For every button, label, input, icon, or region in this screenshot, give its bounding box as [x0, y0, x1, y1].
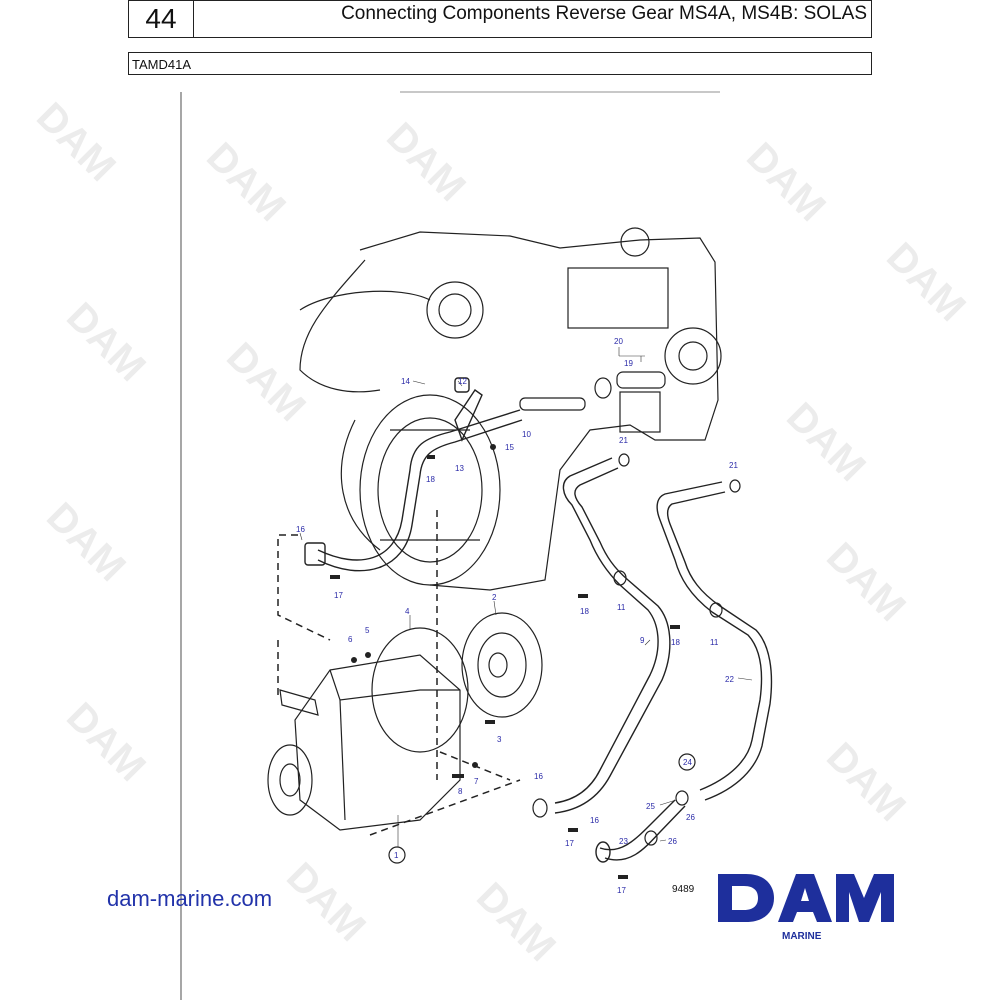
callout-4: 4: [405, 607, 410, 616]
callout-2: 2: [492, 593, 497, 602]
cooling-pipe-left: [304, 377, 523, 572]
callout-15: 15: [505, 443, 514, 452]
figure-number: 9489: [672, 884, 695, 895]
callout-24: 24: [683, 758, 692, 767]
model-label: TAMD41A: [128, 52, 872, 75]
callout-18: 18: [671, 638, 680, 647]
engine-block: [299, 227, 722, 591]
callout-22: 22: [725, 675, 734, 684]
fasteners: [330, 444, 680, 879]
callout-11: 11: [710, 638, 719, 647]
clamp-11: [613, 570, 627, 586]
brand-subtitle: MARINE: [782, 931, 822, 942]
callout-8: 8: [458, 787, 463, 796]
callout-25: 25: [646, 802, 655, 811]
callout-20: 20: [614, 337, 623, 346]
hose-10: [519, 371, 666, 411]
callout-circle-1: [388, 846, 406, 864]
callout-16: 16: [590, 816, 599, 825]
callout-5: 5: [365, 626, 370, 635]
pipe-23: [595, 799, 686, 863]
callout-18: 18: [426, 475, 435, 484]
clutch-disc: [461, 612, 543, 718]
callout-26: 26: [686, 813, 695, 822]
clamp-26: [675, 790, 689, 806]
callout-1: 1: [394, 851, 399, 860]
callout-21: 21: [729, 461, 738, 470]
pipe-22: [656, 481, 773, 801]
callout-18: 18: [580, 607, 589, 616]
callout-13: 13: [455, 464, 464, 473]
assembly-lines: [277, 510, 521, 836]
callout-23: 23: [619, 837, 628, 846]
gasket-16: [532, 798, 548, 818]
callout-10: 10: [522, 430, 531, 439]
reverse-gear: [267, 627, 469, 831]
website-link[interactable]: dam-marine.com: [107, 886, 273, 911]
callout-26: 26: [668, 837, 677, 846]
callout-circle-24: [678, 753, 696, 771]
brand-logo: [718, 874, 894, 922]
callout-labels: 1 2 3 4 5 6 7 8 9 10 11 11 12 13 14 15 1…: [296, 337, 738, 895]
callout-12: 12: [458, 377, 467, 386]
callout-16: 16: [296, 525, 305, 534]
clamp-11: [709, 602, 723, 618]
o-ring-21: [618, 453, 630, 467]
callout-6: 6: [348, 635, 353, 644]
clamp-26: [644, 830, 658, 846]
callout-9: 9: [640, 636, 645, 645]
leader-lines: [299, 347, 753, 847]
o-ring-21: [729, 479, 741, 493]
callout-17: 17: [617, 886, 626, 895]
callout-19: 19: [624, 359, 633, 368]
callout-7: 7: [474, 777, 479, 786]
callout-11: 11: [617, 603, 626, 612]
callout-17: 17: [565, 839, 574, 848]
page-title: Connecting Components Reverse Gear MS4A,…: [341, 3, 867, 24]
header-bar: 44 Connecting Components Reverse Gear MS…: [128, 0, 872, 38]
page-number: 44: [129, 1, 194, 37]
callout-17: 17: [334, 591, 343, 600]
callout-3: 3: [497, 735, 502, 744]
callout-16: 16: [534, 772, 543, 781]
pipe-9: [554, 457, 671, 814]
callout-21: 21: [619, 436, 628, 445]
callout-14: 14: [401, 377, 410, 386]
